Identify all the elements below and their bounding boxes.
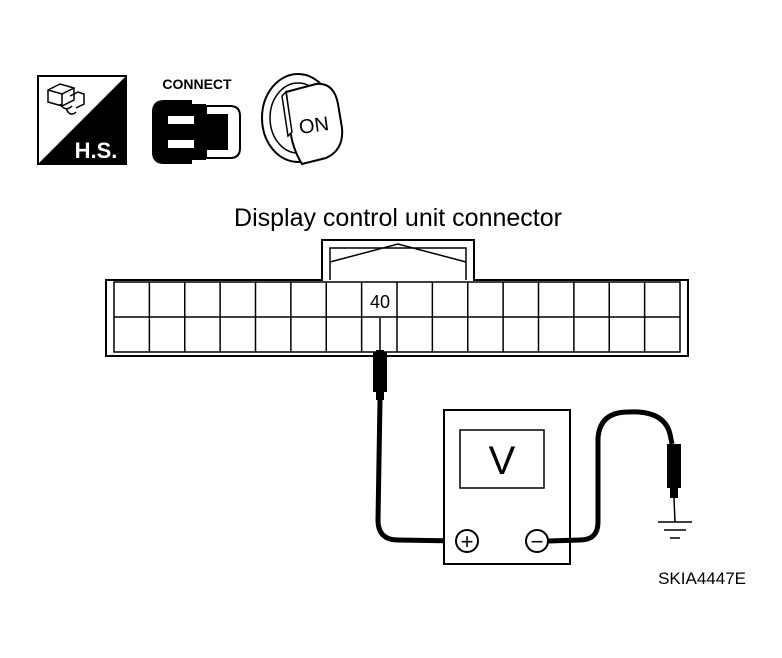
connect-label: CONNECT xyxy=(162,76,232,92)
voltmeter-display xyxy=(459,429,545,489)
ignition-on-label: ON xyxy=(298,113,331,139)
connect-icon: CONNECT xyxy=(152,76,241,164)
positive-terminal xyxy=(455,529,479,553)
ground-symbol-icon xyxy=(658,521,692,539)
connector-body xyxy=(105,239,689,357)
ground-probe xyxy=(667,444,681,523)
terminal-40-label: 40 xyxy=(370,292,390,312)
voltmeter: V + − xyxy=(443,409,571,565)
harness-service-icon: H.S. xyxy=(37,75,127,165)
negative-lead-wire xyxy=(547,409,675,544)
positive-probe xyxy=(373,318,387,400)
negative-terminal-symbol: − xyxy=(531,529,544,554)
ignition-key-on-icon: ON xyxy=(261,73,344,166)
connector-cavity-grid xyxy=(148,282,646,352)
positive-terminal-symbol: + xyxy=(461,529,474,554)
hs-label: H.S. xyxy=(75,138,118,163)
reference-code: SKIA4447E xyxy=(658,569,746,588)
voltmeter-label: V xyxy=(489,439,516,483)
connector-title: Display control unit connector xyxy=(234,204,562,232)
positive-lead-wire xyxy=(375,399,459,544)
